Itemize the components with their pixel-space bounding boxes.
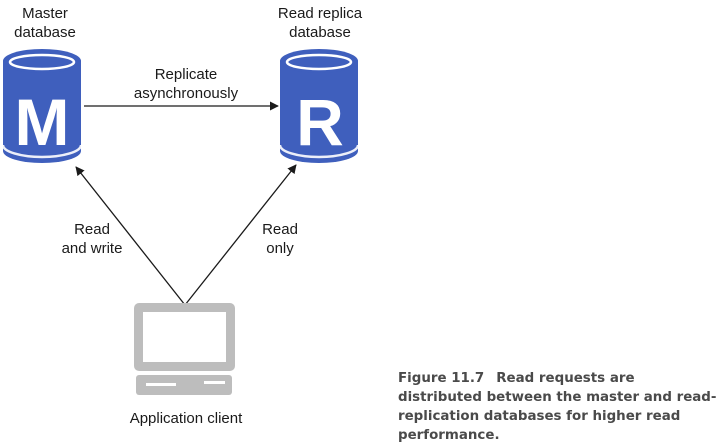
read-only-arrow [184,164,297,306]
computer-icon [134,303,235,395]
master-database-icon: M [1,49,83,163]
read-write-arrow [75,166,186,306]
figure-number: Figure 11.7 [398,371,485,386]
client-label: Application client [129,410,243,427]
master-letter: M [15,85,70,159]
read-write-label: Read and write [61,221,123,257]
read-only-label: Read only [262,221,298,257]
replicate-label: Replicate asynchronously [133,66,239,102]
master-label: Master database [14,5,76,41]
architecture-diagram: M R [1,49,360,395]
replica-database-icon: R [278,49,360,163]
replica-letter: R [296,85,344,159]
replica-label: Read replica database [277,5,363,41]
